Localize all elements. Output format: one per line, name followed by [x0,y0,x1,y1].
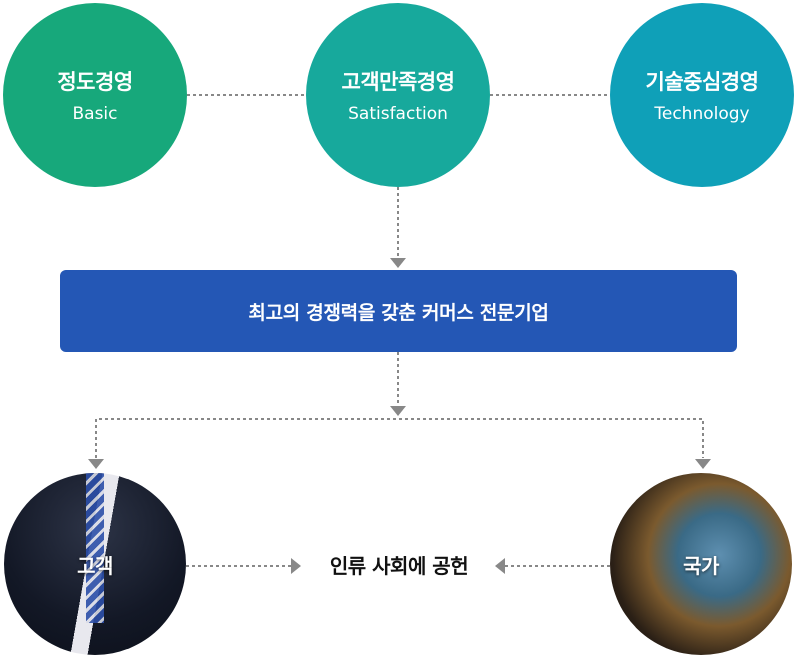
connector-split-bar [95,418,704,458]
arrow-to-nation [695,459,711,469]
businessman-tie-graphic [86,473,104,623]
nation-label: 국가 [683,553,719,578]
outcome-text: 인류 사회에 공헌 [329,554,469,578]
pillar-technology: 기술중심경영 Technology [610,3,794,187]
pillar-satisfaction: 고객만족경영 Satisfaction [306,3,490,187]
arrow-customer-to-outcome [291,558,301,574]
pillar-title: 기술중심경영 [645,70,759,94]
pillar-subtitle: Satisfaction [348,104,448,124]
pillar-basic: 정도경영 Basic [3,3,187,187]
customer-label: 고객 [77,553,113,578]
arrow-nation-to-outcome [495,558,505,574]
pillar-title: 정도경영 [57,70,133,94]
arrow-to-goal [390,258,406,268]
pillar-title: 고객만족경영 [341,70,455,94]
globe-photo: 국가 [610,473,792,655]
pillar-subtitle: Technology [654,104,750,124]
arrow-to-split [390,406,406,416]
goal-banner: 최고의 경쟁력을 갖춘 커머스 전문기업 [60,270,737,352]
pillar-subtitle: Basic [72,104,118,124]
arrow-to-customer [88,459,104,469]
customer-photo: 고객 [4,473,186,655]
goal-text: 최고의 경쟁력을 갖춘 커머스 전문기업 [248,301,549,324]
